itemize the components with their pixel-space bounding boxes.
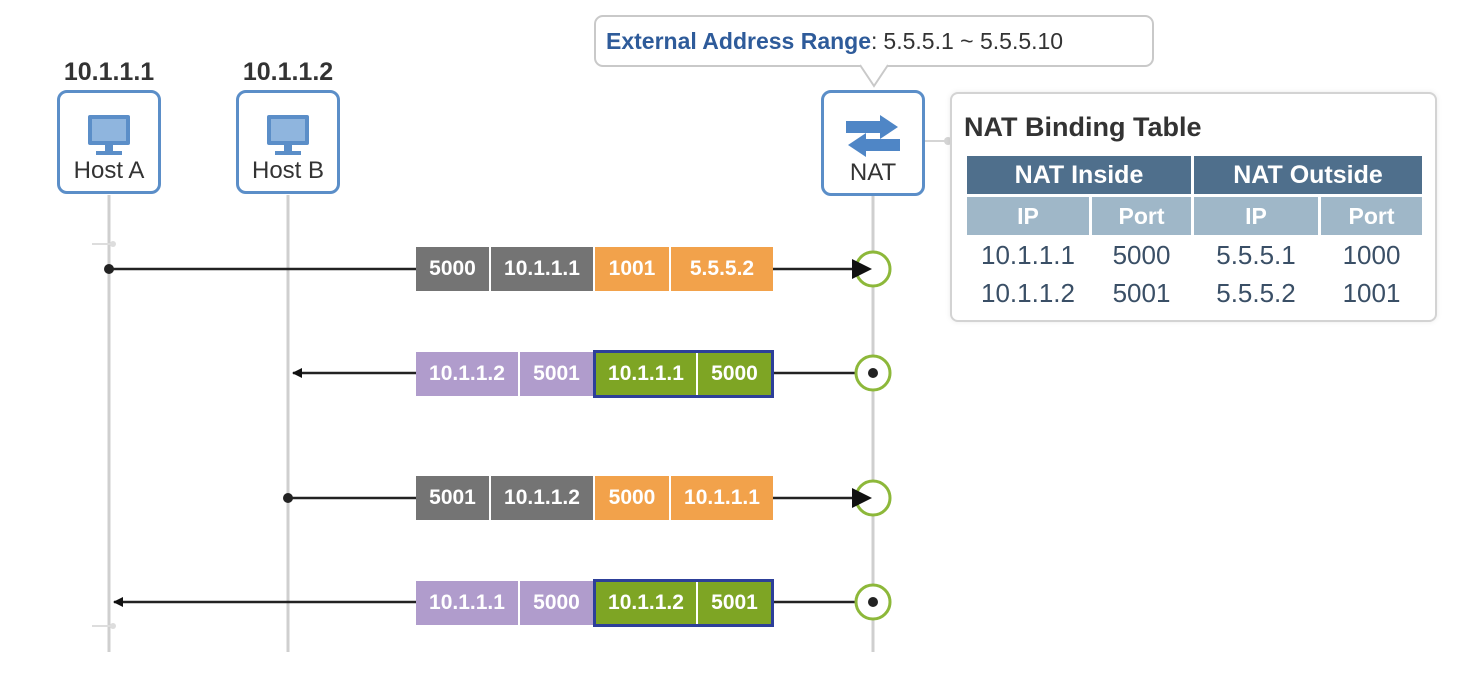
table-cell: 10.1.1.1 — [981, 239, 1075, 270]
packet-field: 5001 — [520, 352, 593, 396]
highlighted-fields: 10.1.1.1 5000 — [593, 350, 774, 398]
host-a-label: Host A — [73, 157, 145, 184]
callout-title: External Address Range — [606, 27, 872, 54]
callout-separator: : — [871, 27, 878, 54]
nat-binding-table: NAT Binding Table NAT Inside NAT Outside… — [950, 92, 1437, 322]
computer-monitor-icon — [88, 115, 130, 155]
table-cell: 5.5.5.2 — [1216, 277, 1296, 308]
nat-node[interactable]: NAT — [821, 90, 925, 196]
nat-ring-dot — [868, 597, 878, 607]
packet-field: 5000 — [698, 353, 771, 395]
packet-field: 10.1.1.2 — [491, 476, 593, 520]
tick-dot — [110, 241, 116, 247]
host-b-label: Host B — [251, 157, 325, 184]
packet-field: 5000 — [416, 247, 489, 291]
packet-field: 5001 — [698, 582, 771, 624]
packet-field: 10.1.1.1 — [671, 476, 773, 520]
table-cell: 5001 — [1112, 277, 1171, 308]
arrowhead — [852, 488, 872, 508]
external-address-callout: External Address Range : 5.5.5.1 ~ 5.5.5… — [594, 15, 1154, 67]
packet-field: 5.5.5.2 — [671, 247, 773, 291]
host-b-node[interactable]: Host B — [236, 90, 340, 194]
callout-value: 5.5.5.1 ~ 5.5.5.10 — [883, 27, 1064, 54]
nat-ring-dot — [868, 368, 878, 378]
table-title: NAT Binding Table — [964, 112, 1202, 142]
packet-field: 10.1.1.2 — [416, 352, 518, 396]
host-a-ip: 10.1.1.1 — [63, 58, 155, 86]
bidirectional-arrows-icon — [846, 115, 900, 157]
tick-dot — [110, 623, 116, 629]
packet-field: 10.1.1.2 — [596, 582, 696, 624]
nat-label: NAT — [849, 159, 897, 186]
packet-field: 1001 — [595, 247, 669, 291]
packet-field: 5000 — [520, 581, 593, 625]
table-cell: 1000 — [1342, 239, 1401, 270]
packet-field: 5001 — [416, 476, 489, 520]
column-header: Port — [1321, 197, 1422, 235]
host-b-ip: 10.1.1.2 — [242, 58, 334, 86]
group-header-inside: NAT Inside — [967, 156, 1191, 194]
arrowhead — [852, 259, 872, 279]
packet-field: 10.1.1.1 — [491, 247, 593, 291]
packet-field: 10.1.1.1 — [416, 581, 518, 625]
packet-3: 5001 10.1.1.2 5000 10.1.1.1 — [416, 476, 773, 520]
packet-field: 5000 — [595, 476, 669, 520]
table-cell: 5.5.5.1 — [1216, 239, 1296, 270]
table-cell: 5000 — [1112, 239, 1171, 270]
column-header: Port — [1092, 197, 1191, 235]
table-cell: 10.1.1.2 — [981, 277, 1075, 308]
column-header: IP — [1194, 197, 1318, 235]
table-cell: 1001 — [1342, 277, 1401, 308]
host-a-node[interactable]: Host A — [57, 90, 161, 194]
highlighted-fields: 10.1.1.2 5001 — [593, 579, 774, 627]
packet-1: 5000 10.1.1.1 1001 5.5.5.2 — [416, 247, 773, 291]
packet-4: 10.1.1.1 5000 10.1.1.2 5001 — [416, 579, 774, 627]
callout-pointer — [859, 64, 889, 88]
column-header: IP — [967, 197, 1089, 235]
packet-2: 10.1.1.2 5001 10.1.1.1 5000 — [416, 350, 774, 398]
packet-field: 10.1.1.1 — [596, 353, 696, 395]
group-header-outside: NAT Outside — [1194, 156, 1422, 194]
computer-monitor-icon — [267, 115, 309, 155]
